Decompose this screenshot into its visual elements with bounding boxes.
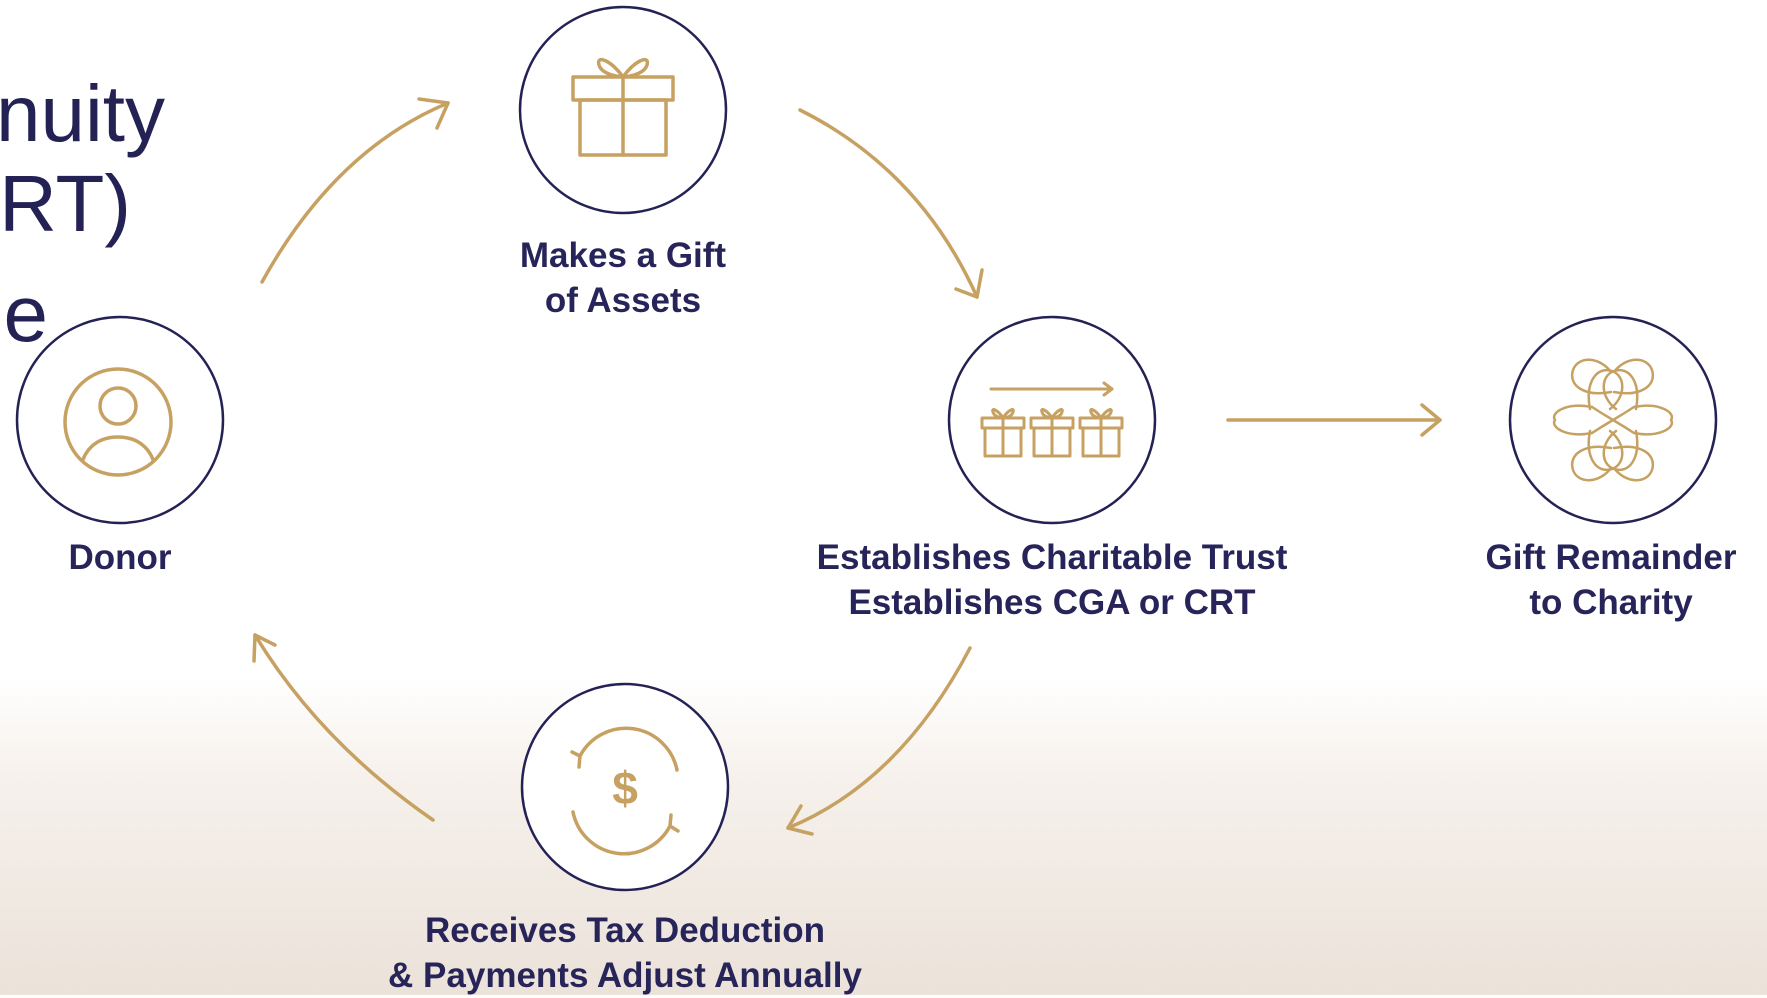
arrow-payments-to-donor xyxy=(252,633,435,822)
arrow-donor-to-gift xyxy=(260,97,450,284)
label-line: to Charity xyxy=(1529,583,1693,622)
arrow-gift-to-trust xyxy=(798,108,984,299)
payments-label: Receives Tax Deduction & Payments Adjust… xyxy=(388,908,862,998)
label-line: & Payments Adjust Annually xyxy=(388,956,862,995)
gift-box-icon xyxy=(571,58,675,157)
donor-label: Donor xyxy=(68,535,171,580)
label-line: Establishes Charitable Trust xyxy=(816,538,1288,577)
background-slide-title: nuity RT) le xyxy=(0,0,200,360)
payments-node-circle xyxy=(520,682,730,892)
person-icon xyxy=(63,367,173,477)
background-title-line: nuity xyxy=(0,69,165,158)
trust-label: Establishes Charitable Trust Establishes… xyxy=(817,535,1288,625)
arrow-trust-to-payments xyxy=(786,646,972,836)
label-line: of Assets xyxy=(544,281,702,320)
interlaced-petals-icon xyxy=(1552,358,1674,482)
label-line: Donor xyxy=(68,538,172,577)
label-line: Gift Remainder xyxy=(1485,538,1737,577)
dollar-cycle-icon xyxy=(570,726,680,856)
arrow-trust-to-charity xyxy=(1226,403,1442,437)
label-line: Receives Tax Deduction xyxy=(424,911,826,950)
gift-label: Makes a Gift of Assets xyxy=(520,233,726,323)
background-title-line: RT) xyxy=(0,159,131,248)
label-line: Makes a Gift xyxy=(519,236,727,275)
dollar-sign-icon: $ xyxy=(612,762,638,814)
charity-label: Gift Remainder to Charity xyxy=(1486,535,1737,625)
gifts-row-icon xyxy=(980,381,1124,458)
background-title-line: le xyxy=(0,269,48,358)
donor-node-circle xyxy=(15,315,225,525)
label-line: Establishes CGA or CRT xyxy=(848,583,1256,622)
